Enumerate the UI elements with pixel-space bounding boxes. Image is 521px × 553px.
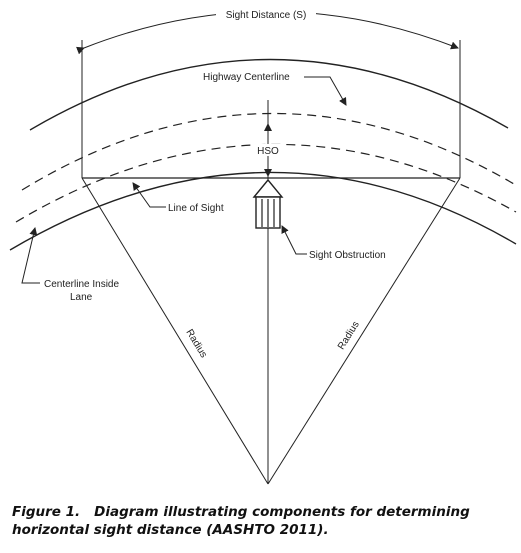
radius-line-left — [81, 177, 269, 485]
sight-obstruction-label: Sight Obstruction — [309, 250, 386, 261]
line-of-sight-label: Line of Sight — [168, 203, 224, 214]
centerline-inside-lane-leader — [21, 227, 40, 284]
caption-line1: Diagram illustrating components for dete… — [94, 504, 470, 520]
highway-centerline-label: Highway Centerline — [203, 72, 290, 83]
radius-label-left: Radius — [183, 328, 208, 360]
outer-road-edge — [29, 58, 509, 131]
centerline-inside-lane-label-line1: Centerline Inside — [44, 279, 119, 290]
radius-label-right: Radius — [336, 320, 362, 352]
line-of-sight-leader — [132, 182, 166, 208]
sight-obstruction-leader — [281, 225, 307, 255]
centerline-inside-lane-label-line2: Lane — [70, 292, 93, 303]
sight-distance-diagram: Sight Distance (S) HSO Highway Centerlin… — [9, 10, 517, 485]
radius-line-right — [267, 177, 461, 485]
lane-line-inner — [15, 143, 517, 223]
highway-centerline-leader — [304, 76, 347, 106]
sight-distance-label: Sight Distance (S) — [226, 10, 307, 21]
hso-label: HSO — [257, 146, 279, 157]
figure-number: Figure 1. — [12, 504, 81, 520]
caption-line2: horizontal sight distance (AASHTO 2011). — [12, 522, 329, 538]
sight-obstruction-symbol — [252, 178, 284, 229]
figure-caption: Figure 1. Diagram illustrating components… — [12, 503, 512, 539]
